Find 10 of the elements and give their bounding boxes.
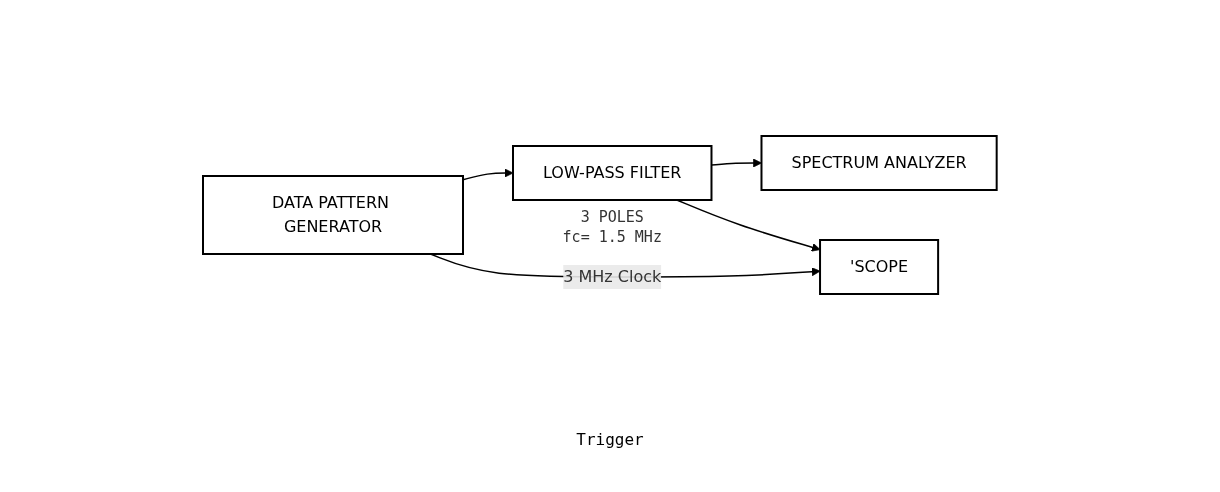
node-box: LOW-PASS FILTER	[512, 145, 713, 201]
node-box: 'SCOPE	[819, 239, 940, 295]
node-box: SPECTRUM ANALYZER	[760, 135, 998, 191]
node-box: DATA PATTERN GENERATOR	[202, 175, 465, 255]
filter-spec-text: fc= 1.5 MHz	[562, 228, 663, 246]
signal-label: Trigger	[576, 430, 644, 449]
edge-label: 3 MHz Clock	[563, 267, 662, 286]
filter-spec-text: 3 POLES	[580, 208, 644, 226]
arrow	[462, 168, 514, 181]
arrow	[676, 199, 821, 252]
